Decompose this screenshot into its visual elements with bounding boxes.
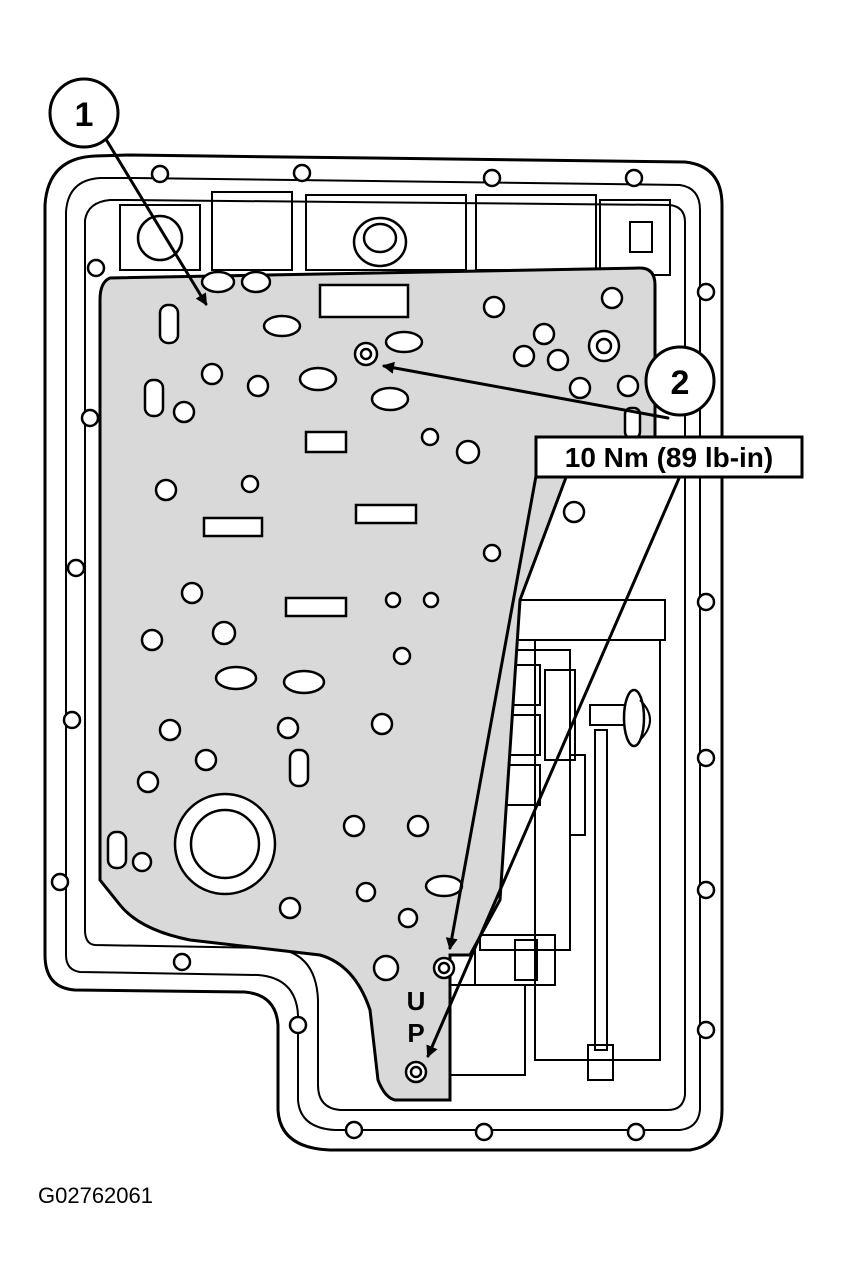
pan-outline: [43, 153, 724, 1152]
callout-1-number: 1: [75, 96, 94, 134]
right-side-components: [449, 599, 666, 1081]
callout-2: 2: [644, 345, 716, 417]
torque-spec-label: 10 Nm (89 lb-in): [534, 435, 804, 479]
leader-lines: [102, 134, 682, 1058]
torque-spec-text: 10 Nm (89 lb-in): [565, 442, 773, 473]
perimeter-bolt-holes: [50, 163, 716, 1142]
plate-holes: [106, 270, 642, 1084]
up-marker-p: P: [407, 1018, 424, 1048]
callout-1: 1: [48, 77, 120, 149]
up-marker-u: U: [407, 986, 426, 1016]
figure-id: G02762061: [38, 1183, 153, 1208]
upper-case-details: [119, 191, 671, 276]
callout-2-number: 2: [671, 364, 690, 402]
up-marker: U P: [407, 986, 426, 1048]
